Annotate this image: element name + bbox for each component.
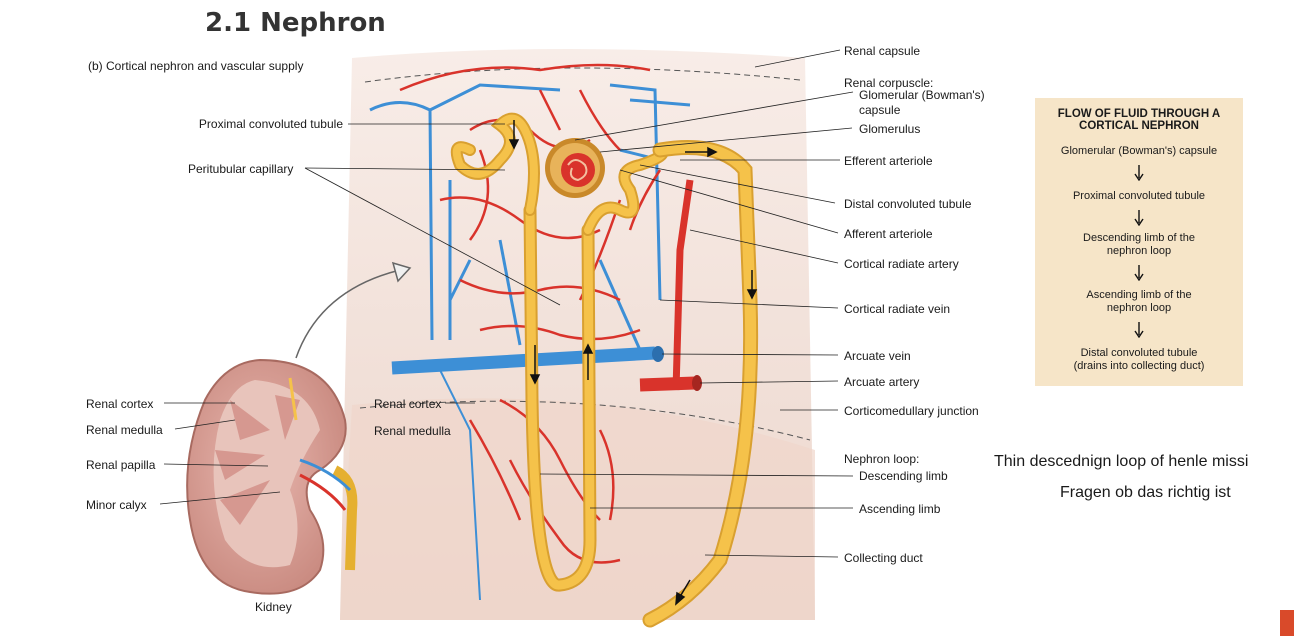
- label-arcuate-vein: Arcuate vein: [844, 349, 911, 363]
- arrow-down-icon: [1134, 210, 1144, 226]
- arrow-down-icon: [1134, 165, 1144, 181]
- label-glomerulus: Glomerulus: [859, 122, 921, 136]
- renal-corpuscle: [545, 138, 605, 198]
- flow-step-text: nephron loop: [1106, 245, 1172, 257]
- label-kidney-renal-cortex: Renal cortex: [86, 397, 154, 411]
- label-zone-renal-cortex: Renal cortex: [374, 397, 442, 411]
- flow-title-line1: FLOW OF FLUID THROUGH A: [1057, 108, 1221, 120]
- arrow-down-icon: [1134, 322, 1144, 338]
- tubules: [450, 112, 759, 628]
- corner-marker: [1280, 610, 1294, 636]
- flow-step-text: Proximal convoluted tubule: [1072, 190, 1206, 202]
- label-glomerular-capsule-1: Glomerular (Bowman's): [859, 88, 985, 102]
- label-cortical-radiate-vein: Cortical radiate vein: [844, 302, 951, 316]
- label-kidney: Kidney: [255, 600, 292, 614]
- label-descending-limb: Descending limb: [859, 469, 948, 483]
- label-ascending-limb: Ascending limb: [859, 502, 941, 516]
- flow-step-text: nephron loop: [1106, 302, 1172, 314]
- flow-step-2: Proximal convoluted tubule: [1035, 190, 1243, 203]
- slide-title: 2.1 Nephron: [205, 8, 386, 38]
- flow-step-text: Distal convoluted tubule: [1080, 347, 1198, 359]
- cortical-radiate-artery-vessel: [672, 179, 694, 391]
- label-collecting-duct: Collecting duct: [844, 551, 923, 565]
- flow-step-text: Glomerular (Bowman's) capsule: [1060, 145, 1218, 157]
- label-kidney-minor-calyx: Minor calyx: [86, 498, 147, 512]
- veins: [369, 83, 691, 601]
- flow-title-line2: CORTICAL NEPHRON: [1079, 120, 1199, 132]
- label-peritubular-capillary: Peritubular capillary: [188, 162, 294, 176]
- note-line-2: Fragen ob das richtig ist: [1060, 484, 1231, 501]
- flow-step-text: Ascending limb of the: [1086, 289, 1192, 301]
- arteries: [399, 63, 662, 564]
- label-zone-renal-medulla: Renal medulla: [374, 424, 451, 438]
- note-line-1: Thin descednign loop of henle missi: [994, 453, 1249, 470]
- label-afferent-arteriole: Afferent arteriole: [844, 227, 933, 241]
- label-proximal-convoluted-tubule: Proximal convoluted tubule: [198, 117, 343, 131]
- flow-step-text: (drains into collecting duct): [1073, 360, 1205, 372]
- figure-subtitle: (b) Cortical nephron and vascular supply: [88, 59, 304, 73]
- label-corticomedullary-junction: Corticomedullary junction: [844, 404, 979, 418]
- fluid-flow-box: FLOW OF FLUID THROUGH A CORTICAL NEPHRON…: [1035, 98, 1243, 386]
- flow-step-4: Ascending limb of the nephron loop: [1035, 289, 1243, 315]
- arcuate-artery-vessel: [639, 376, 696, 392]
- medulla-region: [340, 398, 815, 620]
- flow-step-text: Descending limb of the: [1083, 232, 1195, 244]
- label-distal-convoluted-tubule: Distal convoluted tubule: [844, 197, 972, 211]
- capsule-boundary: [364, 67, 801, 83]
- arrow-down-icon: [1134, 265, 1144, 281]
- label-renal-capsule: Renal capsule: [844, 44, 921, 58]
- flow-step-5: Distal convoluted tubule (drains into co…: [1035, 347, 1243, 373]
- label-cortical-radiate-artery: Cortical radiate artery: [844, 257, 959, 271]
- label-nephron-loop: Nephron loop:: [844, 452, 920, 466]
- flow-arrows: [508, 120, 758, 606]
- label-kidney-renal-papilla: Renal papilla: [86, 458, 156, 472]
- label-efferent-arteriole: Efferent arteriole: [844, 154, 933, 168]
- flow-box-title: FLOW OF FLUID THROUGH A CORTICAL NEPHRON: [1035, 108, 1243, 132]
- label-renal-corpuscle: Renal corpuscle:: [844, 76, 934, 90]
- flow-step-3: Descending limb of the nephron loop: [1035, 232, 1243, 258]
- label-arcuate-artery: Arcuate artery: [844, 375, 920, 389]
- label-kidney-renal-medulla: Renal medulla: [86, 423, 163, 437]
- kidney-illustration: [186, 261, 412, 595]
- label-glomerular-capsule-2: capsule: [859, 103, 901, 117]
- flow-step-1: Glomerular (Bowman's) capsule: [1035, 145, 1243, 158]
- leader-lines: [159, 49, 854, 558]
- arcuate-vein-vessel: [391, 346, 656, 375]
